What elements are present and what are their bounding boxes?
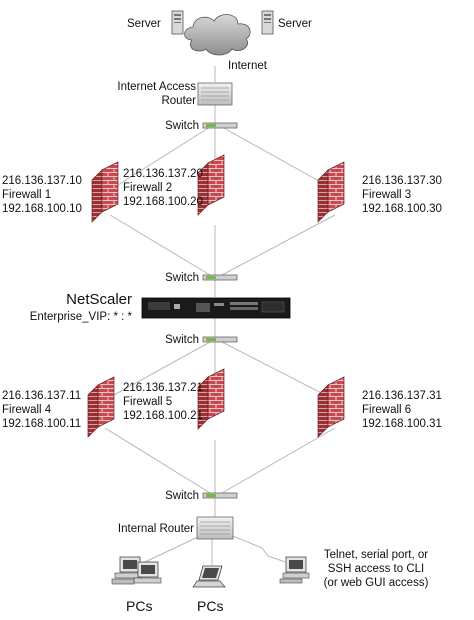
firewall-6-ip-private: 192.168.100.31 xyxy=(362,418,442,430)
access-text-line2: SSH access to CLI xyxy=(328,563,425,575)
firewall-6-face xyxy=(327,376,345,428)
firewall-3-ip-public: 216.136.137.30 xyxy=(362,175,442,187)
firewall-4-name: Firewall 4 xyxy=(2,404,52,416)
firewall-2-name: Firewall 2 xyxy=(123,182,172,194)
firewall-1-ip-private: 192.168.100.10 xyxy=(2,203,82,215)
firewall-3-face xyxy=(327,161,345,213)
firewall-5-name: Firewall 5 xyxy=(123,396,172,408)
firewall-4-ip-public: 216.136.137.11 xyxy=(2,390,81,402)
firewall-4-ip-private: 192.168.100.11 xyxy=(2,418,81,430)
internet-label: Internet xyxy=(228,60,268,72)
firewall-4-side xyxy=(87,384,99,438)
switch-1: Switch xyxy=(165,120,238,132)
firewall-5-ip-public: 216.136.137.21 xyxy=(123,382,203,394)
firewall-4-face xyxy=(97,376,115,428)
firewall-2-ip-public: 216.136.137.20 xyxy=(123,168,203,180)
pcs-middle: PCs xyxy=(192,565,226,614)
server-right-label: Server xyxy=(278,18,312,30)
firewall-6-ip-public: 216.136.137.31 xyxy=(362,390,442,402)
firewall-5-face xyxy=(207,368,225,420)
firewall-6-side xyxy=(317,384,329,438)
firewall-1-face xyxy=(101,161,119,213)
server-right: Server xyxy=(261,10,312,35)
server-left: Server xyxy=(127,10,184,35)
firewall-3-ip-private: 192.168.100.30 xyxy=(362,203,442,215)
switch-1-label: Switch xyxy=(165,120,199,132)
firewall-2-face xyxy=(207,154,225,206)
internet-access-router: Internet Access Router xyxy=(117,81,233,107)
firewall-6-name: Firewall 6 xyxy=(362,404,411,416)
switch-3: Switch xyxy=(165,334,238,346)
router-top-label-line2: Router xyxy=(161,95,196,107)
switch-4: Switch xyxy=(165,490,238,502)
netscaler-label: NetScaler xyxy=(66,291,132,308)
pcs-left-label: PCs xyxy=(126,598,152,614)
server-left-label: Server xyxy=(127,18,161,30)
switch-2-label: Switch xyxy=(165,272,199,284)
access-text-line1: Telnet, serial port, or xyxy=(324,549,428,561)
netscaler-appliance: NetScaler Enterprise_VIP: * : * xyxy=(30,291,291,323)
admin-workstation: Telnet, serial port, or SSH access to CL… xyxy=(279,549,429,589)
pcs-middle-label: PCs xyxy=(197,598,223,614)
internet-cloud: Internet xyxy=(184,14,268,72)
firewall-1-name: Firewall 1 xyxy=(2,189,51,201)
router-top-label-line1: Internet Access xyxy=(117,81,196,93)
switch-4-label: Switch xyxy=(165,490,199,502)
firewall-1-side xyxy=(91,169,103,223)
firewall-3-name: Firewall 3 xyxy=(362,189,411,201)
connection-lines xyxy=(104,66,336,565)
internal-router: Internal Router xyxy=(118,516,234,540)
firewall-5-ip-private: 192.168.100.21 xyxy=(123,410,203,422)
firewall-2-ip-private: 192.168.100.20 xyxy=(123,196,203,208)
internal-router-label: Internal Router xyxy=(118,523,194,535)
pcs-left: PCs xyxy=(111,556,162,614)
netscaler-vip-label: Enterprise_VIP: * : * xyxy=(30,311,133,323)
switch-3-label: Switch xyxy=(165,334,199,346)
firewall-1-ip-public: 216.136.137.10 xyxy=(2,175,82,187)
switch-2: Switch xyxy=(165,272,238,284)
firewall-3-side xyxy=(317,169,329,223)
access-text-line3: (or web GUI access) xyxy=(324,577,429,589)
